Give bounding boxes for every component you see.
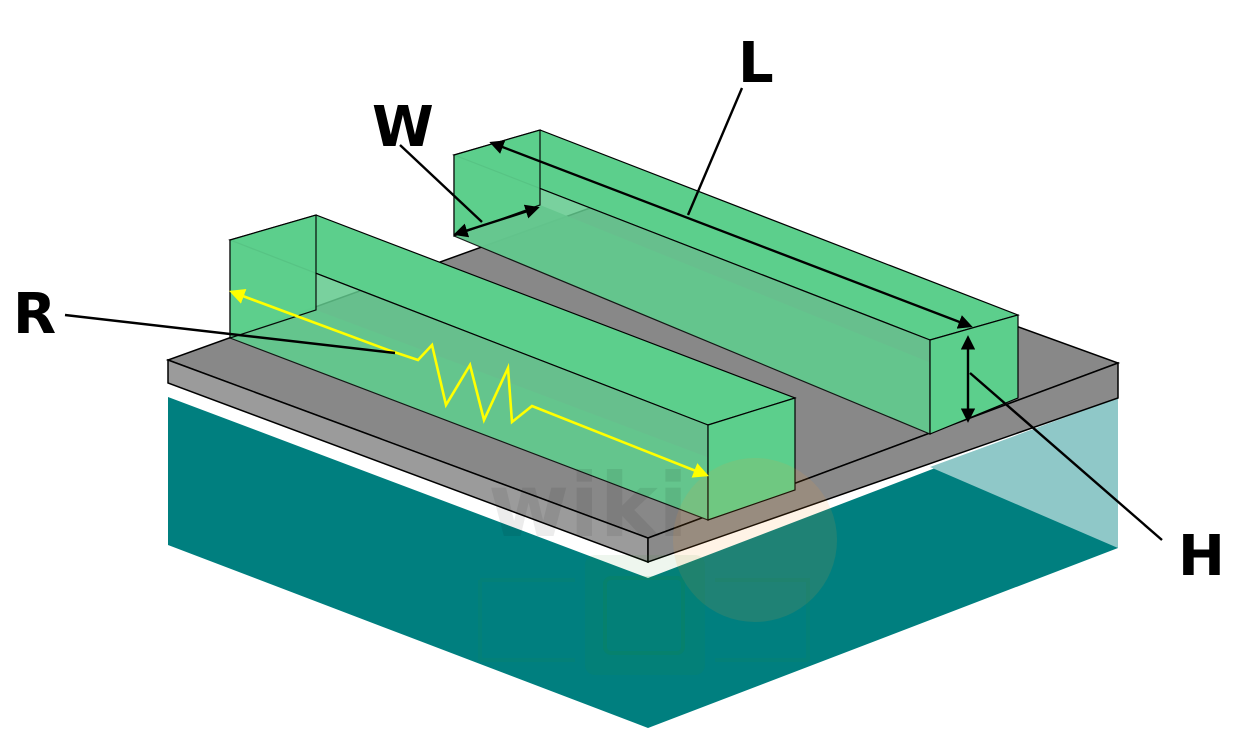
leader-lines bbox=[64, 87, 1163, 541]
width-arrow bbox=[453, 204, 540, 238]
substrate bbox=[168, 397, 1118, 728]
length-label: L bbox=[738, 31, 774, 96]
width-label: W bbox=[372, 95, 434, 160]
strip-front-end-face bbox=[707, 397, 796, 521]
chip-icon-core bbox=[603, 576, 685, 655]
resistance-zigzag bbox=[229, 289, 709, 478]
resistance-leader bbox=[64, 313, 396, 355]
labels: L W R H bbox=[13, 31, 1225, 589]
dimension-arrows bbox=[453, 140, 976, 423]
circuit-trace-right bbox=[715, 578, 810, 662]
watermark-text: wiki bbox=[488, 454, 688, 557]
substrate-side-highlight bbox=[930, 398, 1118, 548]
resistance-path bbox=[229, 289, 709, 478]
substrate-front-face bbox=[168, 397, 1118, 728]
height-leader bbox=[969, 372, 1163, 541]
length-leader bbox=[686, 87, 744, 216]
watermark-circle bbox=[673, 458, 837, 622]
length-arrow bbox=[489, 140, 973, 329]
circuit-trace-left bbox=[478, 578, 575, 662]
resistance-label: R bbox=[13, 282, 56, 347]
height-label: H bbox=[1178, 524, 1225, 589]
chip-icon bbox=[585, 555, 705, 675]
width-leader bbox=[399, 144, 483, 223]
